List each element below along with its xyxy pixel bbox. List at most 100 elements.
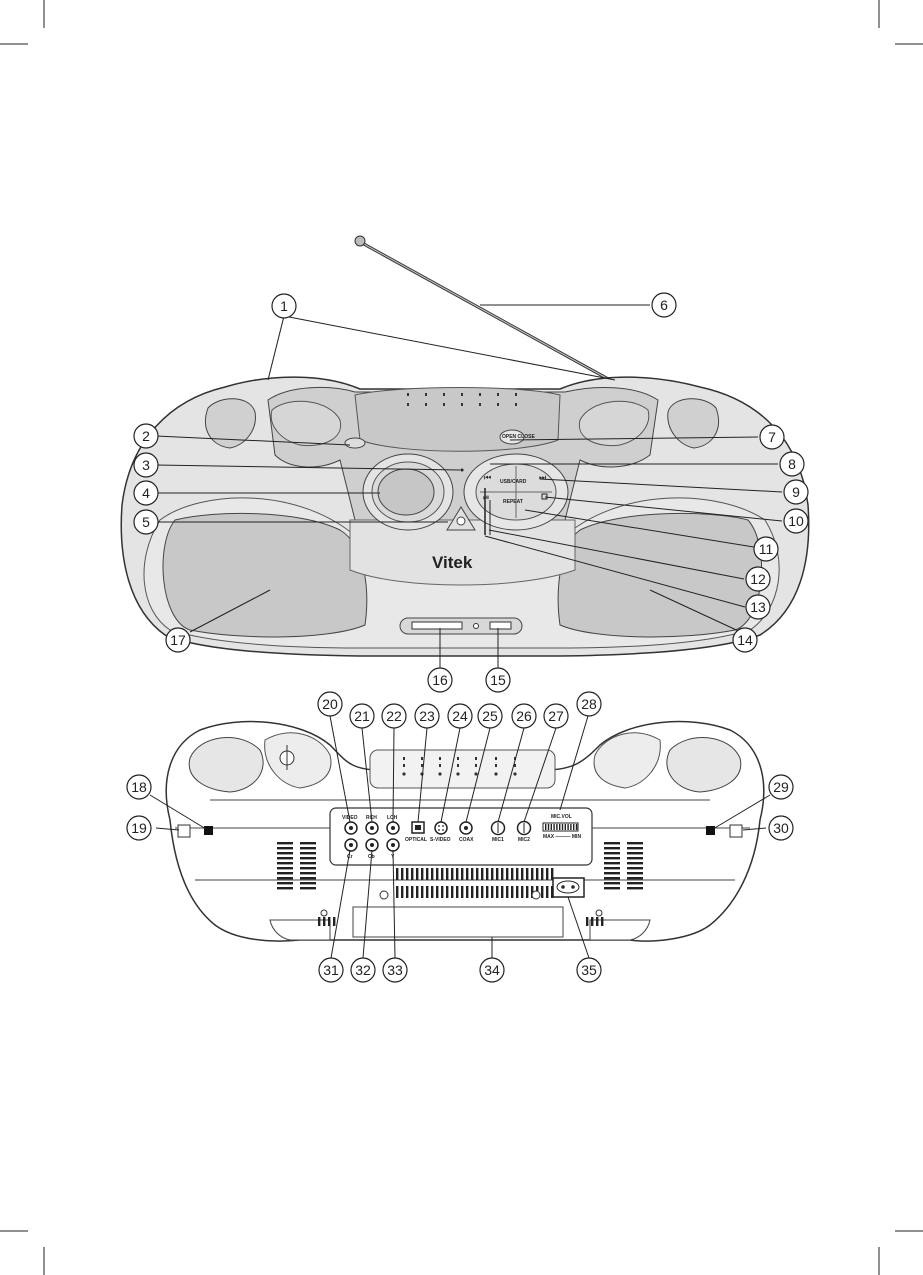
callout-number-10: 10 (788, 513, 804, 529)
callout-circle-35 (576, 957, 602, 983)
power-indicator (460, 468, 464, 472)
ac-power-socket[interactable] (552, 877, 585, 898)
vent-slot (551, 886, 554, 898)
function-button[interactable] (446, 506, 476, 531)
jack-s-video[interactable] (434, 821, 448, 835)
open-close-button[interactable]: OPEN CLOSE (499, 429, 535, 445)
vent-slot (426, 868, 429, 880)
callout-number-24: 24 (452, 708, 468, 724)
volume-knob[interactable] (362, 453, 454, 531)
slider-tick (547, 824, 550, 830)
vent-slot (496, 868, 499, 880)
jack-coax[interactable] (459, 821, 473, 835)
rear-screw-left-bottom (320, 909, 328, 917)
label-mic-vol: MIC.VOL (551, 814, 572, 820)
foot-vents (318, 917, 604, 926)
slider-tick (550, 824, 552, 830)
callout-circle-8 (779, 451, 805, 477)
vent-slot (506, 868, 509, 880)
vent-slot (491, 886, 494, 898)
callout-number-6: 6 (660, 297, 668, 313)
vent-slot (421, 886, 424, 898)
jack-lch[interactable] (386, 821, 400, 835)
vent-slot (451, 868, 454, 880)
callout-circle-18 (126, 774, 152, 800)
left-speaker-grille (162, 512, 368, 638)
slider-tick (553, 824, 555, 830)
callout-circle-31 (318, 957, 344, 983)
callout-circle-1 (271, 293, 297, 319)
slider-tick (556, 824, 558, 830)
callout-circle-6 (651, 292, 677, 318)
jack-video[interactable] (344, 821, 358, 835)
jack-rch[interactable] (365, 821, 379, 835)
rear-view: VIDEO RCH LCH OPTICAL S-VIDEO COAX MIC1 … (165, 720, 765, 942)
control-center-panel (349, 519, 576, 586)
playback-cluster: USB/CARD REPEAT ⏮ ⏭ ⏯ (463, 453, 569, 531)
callout-circle-33 (382, 957, 408, 983)
jack-optical[interactable] (411, 821, 425, 834)
left-clip (204, 826, 213, 835)
antenna-mount (279, 745, 295, 770)
vent-slot (441, 886, 444, 898)
callout-number-15: 15 (490, 672, 506, 688)
callout-number-12: 12 (750, 571, 766, 587)
callout-number-30: 30 (773, 820, 789, 836)
vent-slot (471, 868, 474, 880)
callout-number-29: 29 (773, 779, 789, 795)
vent-slot (536, 868, 539, 880)
vent-slot (511, 868, 514, 880)
next-icon[interactable]: ⏭ (539, 473, 546, 482)
right-speaker-grille (557, 512, 763, 638)
vent-slot (521, 868, 524, 880)
card-slot[interactable] (411, 621, 463, 630)
vent-slot (401, 868, 404, 880)
vent-slot (446, 886, 449, 898)
vent-slot (456, 868, 459, 880)
jack-cr[interactable] (344, 838, 358, 852)
repeat-label[interactable]: REPEAT (503, 499, 523, 505)
antenna (354, 235, 611, 382)
callout-circle-16 (427, 667, 453, 693)
rear-left-handle (188, 737, 264, 793)
rear-screw-right-bottom (595, 909, 603, 917)
open-close-label: OPEN CLOSE (502, 434, 535, 440)
mic-vol-slider[interactable] (542, 822, 579, 832)
slider-tick (545, 824, 547, 830)
right-clip-outer (729, 824, 743, 838)
center-vents (396, 868, 554, 898)
play-pause-icon[interactable]: ⏯ (483, 493, 489, 502)
callout-number-3: 3 (142, 457, 150, 473)
leader-lines (149, 304, 783, 959)
callout-number-32: 32 (355, 962, 371, 978)
callout-number-8: 8 (788, 456, 796, 472)
callout-number-4: 4 (142, 485, 150, 501)
left-side-vents (277, 842, 316, 890)
usb-port[interactable] (489, 621, 512, 630)
vent-slot (506, 886, 509, 898)
callout-circle-26 (511, 703, 537, 729)
rear-top-lid (369, 749, 556, 789)
jack-mic1[interactable] (490, 820, 506, 836)
stop-icon[interactable] (541, 493, 548, 500)
vent-slot (541, 868, 544, 880)
label-lch: LCH (387, 815, 398, 821)
prev-icon[interactable]: ⏮ (484, 473, 491, 482)
jack-mic2[interactable] (516, 820, 532, 836)
callout-number-26: 26 (516, 708, 532, 724)
vent-slot (396, 886, 399, 898)
front-view: Vitek OPEN CLOSE USB/CARD REPEAT ⏮ (120, 235, 810, 657)
callout-circle-10 (783, 508, 809, 534)
usb-card-label[interactable]: USB/CARD (500, 479, 527, 485)
callout-number-2: 2 (142, 428, 150, 444)
vent-slot (396, 868, 399, 880)
jack-cb[interactable] (365, 838, 379, 852)
jack-y[interactable] (386, 838, 400, 852)
label-optical: OPTICAL (405, 837, 427, 843)
vent-slot (466, 868, 469, 880)
slider-tick (564, 824, 566, 830)
lid-dots (407, 393, 517, 406)
vent-slot (436, 868, 439, 880)
callout-number-25: 25 (482, 708, 498, 724)
